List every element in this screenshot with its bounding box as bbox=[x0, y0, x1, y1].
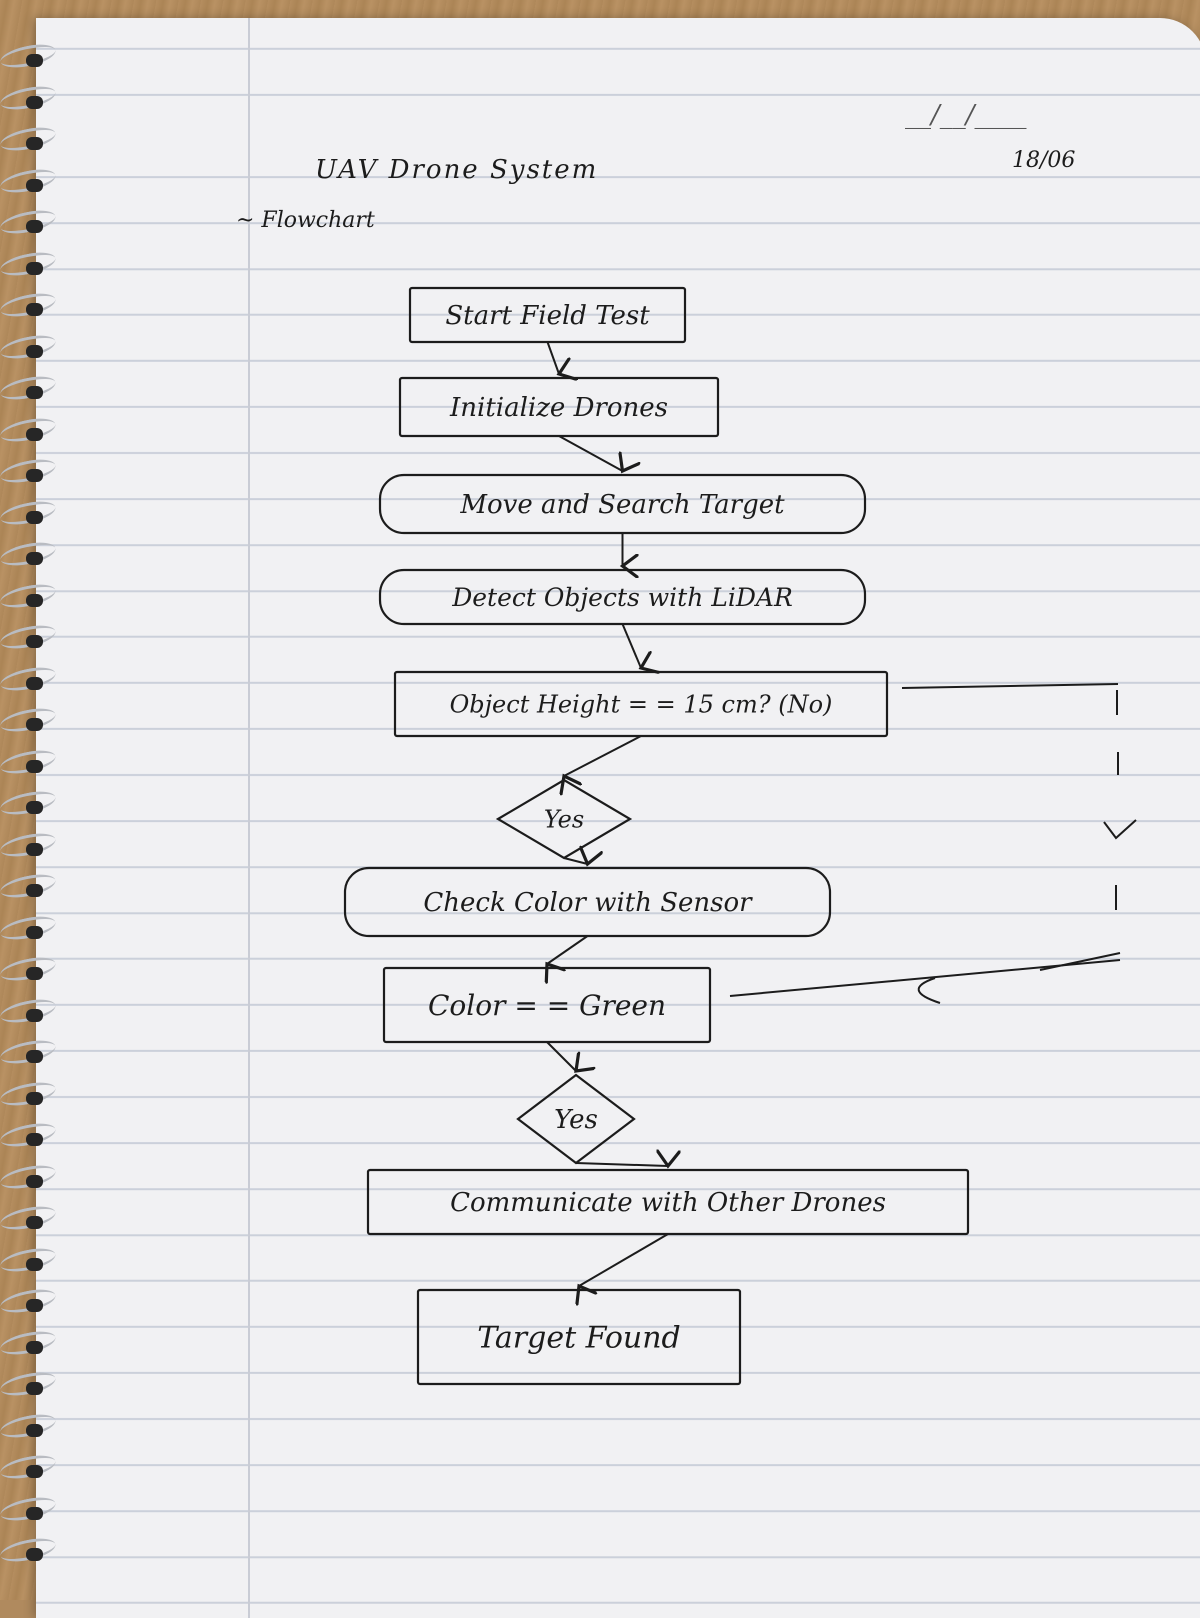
binding-hole bbox=[26, 137, 43, 150]
edge-color-eq-to-yes2 bbox=[546, 1041, 576, 1071]
notebook-page bbox=[36, 18, 1200, 1618]
binding-hole bbox=[26, 1465, 43, 1478]
node-label-init: Initialize Drones bbox=[449, 393, 668, 423]
no-branch-connector bbox=[729, 683, 1137, 1004]
page-date: 18/06 bbox=[1012, 148, 1076, 173]
edge-yes2-to-communicate bbox=[575, 1163, 668, 1166]
binding-hole bbox=[26, 1050, 43, 1063]
binding-hole bbox=[26, 1008, 43, 1022]
node-label-detect: Detect Objects with LiDAR bbox=[451, 583, 793, 612]
binding-hole bbox=[26, 261, 43, 275]
node-label-color-eq: Color = = Green bbox=[428, 989, 666, 1022]
node-label-height: Object Height = = 15 cm? (No) bbox=[450, 690, 833, 718]
binding-hole bbox=[26, 676, 43, 690]
node-label-yes2: Yes bbox=[554, 1105, 598, 1135]
binding-hole bbox=[26, 386, 43, 399]
binding-hole bbox=[26, 635, 43, 648]
page-title: UAV Drone System bbox=[315, 155, 599, 185]
node-yes1 bbox=[495, 778, 633, 860]
date-placeholder: __/__/____ bbox=[905, 100, 1027, 130]
node-label-move: Move and Search Target bbox=[459, 490, 785, 520]
binding-hole bbox=[26, 1216, 43, 1229]
binding-hole bbox=[26, 884, 43, 897]
edge-yes1-to-color-check bbox=[563, 858, 588, 864]
binding-hole bbox=[26, 1548, 43, 1561]
binding-hole bbox=[26, 427, 43, 441]
node-label-color-check: Check Color with Sensor bbox=[423, 888, 753, 918]
edge-init-to-move bbox=[558, 435, 623, 471]
binding-hole bbox=[26, 718, 43, 731]
binding-hole bbox=[26, 1340, 43, 1354]
node-label-yes1: Yes bbox=[544, 805, 584, 833]
binding-hole bbox=[26, 925, 43, 939]
binding-hole bbox=[26, 801, 43, 814]
binding-hole bbox=[26, 303, 43, 316]
binding-hole bbox=[26, 344, 43, 358]
binding-hole bbox=[26, 759, 43, 773]
binding-hole bbox=[26, 1299, 43, 1312]
edge-communicate-to-found bbox=[579, 1233, 669, 1286]
node-label-communicate: Communicate with Other Drones bbox=[450, 1188, 886, 1218]
node-label-found: Target Found bbox=[477, 1321, 681, 1356]
edge-color-check-to-color-eq bbox=[547, 935, 589, 964]
binding-hole bbox=[26, 552, 43, 565]
edge-height-to-yes1 bbox=[564, 735, 642, 776]
binding-hole bbox=[26, 1382, 43, 1395]
binding-hole bbox=[26, 1133, 43, 1146]
page-subtitle: ~ Flowchart bbox=[236, 208, 375, 233]
node-yes2 bbox=[516, 1073, 636, 1165]
edge-start-to-init bbox=[546, 341, 560, 374]
binding-hole bbox=[26, 220, 43, 233]
binding-hole bbox=[26, 95, 43, 109]
binding-hole bbox=[26, 1506, 43, 1520]
binding-hole bbox=[26, 1174, 43, 1188]
binding-hole bbox=[26, 1423, 43, 1437]
binding-hole bbox=[26, 842, 43, 856]
binding-hole bbox=[26, 510, 43, 524]
edge-detect-to-height bbox=[621, 623, 642, 668]
binding-hole bbox=[26, 967, 43, 980]
binding-hole bbox=[26, 1257, 43, 1271]
binding-hole bbox=[26, 593, 43, 607]
margin-line bbox=[248, 18, 250, 1618]
binding-hole bbox=[26, 469, 43, 482]
binding-hole bbox=[26, 178, 43, 192]
binding-hole bbox=[26, 1091, 43, 1105]
node-label-start: Start Field Test bbox=[445, 301, 650, 331]
binding-hole bbox=[26, 54, 43, 67]
